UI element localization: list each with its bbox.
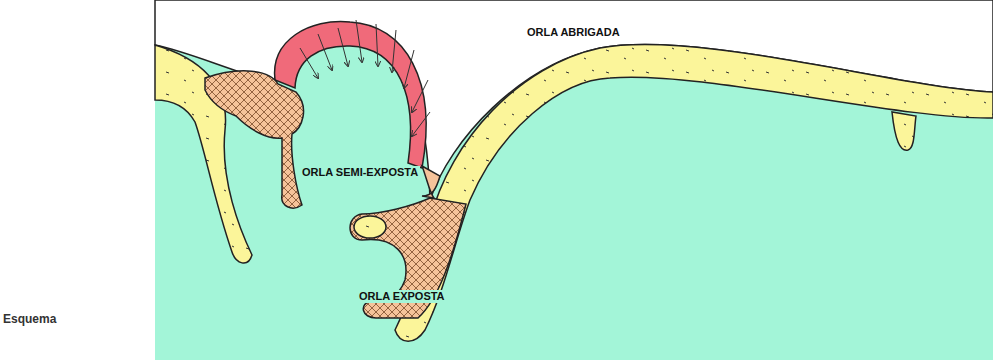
region-label: ORLA EXPOSTA — [357, 290, 447, 303]
semi-exposed-headland — [422, 166, 440, 198]
semi-exposed-hook — [350, 198, 466, 318]
wave-arrows — [300, 20, 430, 136]
region-label: ORLA SEMI-EXPOSTA — [300, 166, 420, 179]
beach — [354, 216, 386, 238]
beach — [892, 112, 916, 150]
semi-exposed-headland — [205, 71, 304, 208]
beach — [395, 45, 993, 342]
region-label: ORLA ABRIGADA — [527, 26, 620, 39]
sea — [155, 0, 993, 360]
figure-caption: Esquema — [3, 312, 56, 326]
